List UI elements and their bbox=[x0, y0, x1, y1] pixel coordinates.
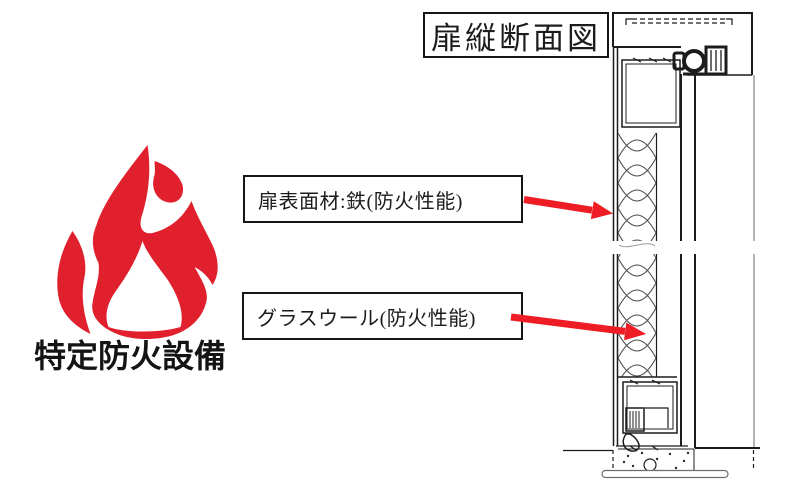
callout-glass-wool: グラスウール(防火性能) bbox=[242, 292, 523, 340]
callout-door-surface: 扉表面材:鉄(防火性能) bbox=[243, 175, 523, 223]
title-box: 扉縦断面図 bbox=[423, 12, 609, 58]
callout-door-surface-text: 扉表面材:鉄(防火性能) bbox=[258, 190, 463, 213]
title-text: 扉縦断面図 bbox=[431, 20, 601, 56]
fire-mark-logo: 特定防火設備 bbox=[28, 143, 232, 375]
door-section-drawing bbox=[563, 12, 760, 479]
logo-caption: 特定防火設備 bbox=[33, 338, 226, 374]
callout-glass-wool-text: グラスウール(防火性能) bbox=[257, 307, 476, 330]
flame-icon bbox=[57, 145, 218, 339]
